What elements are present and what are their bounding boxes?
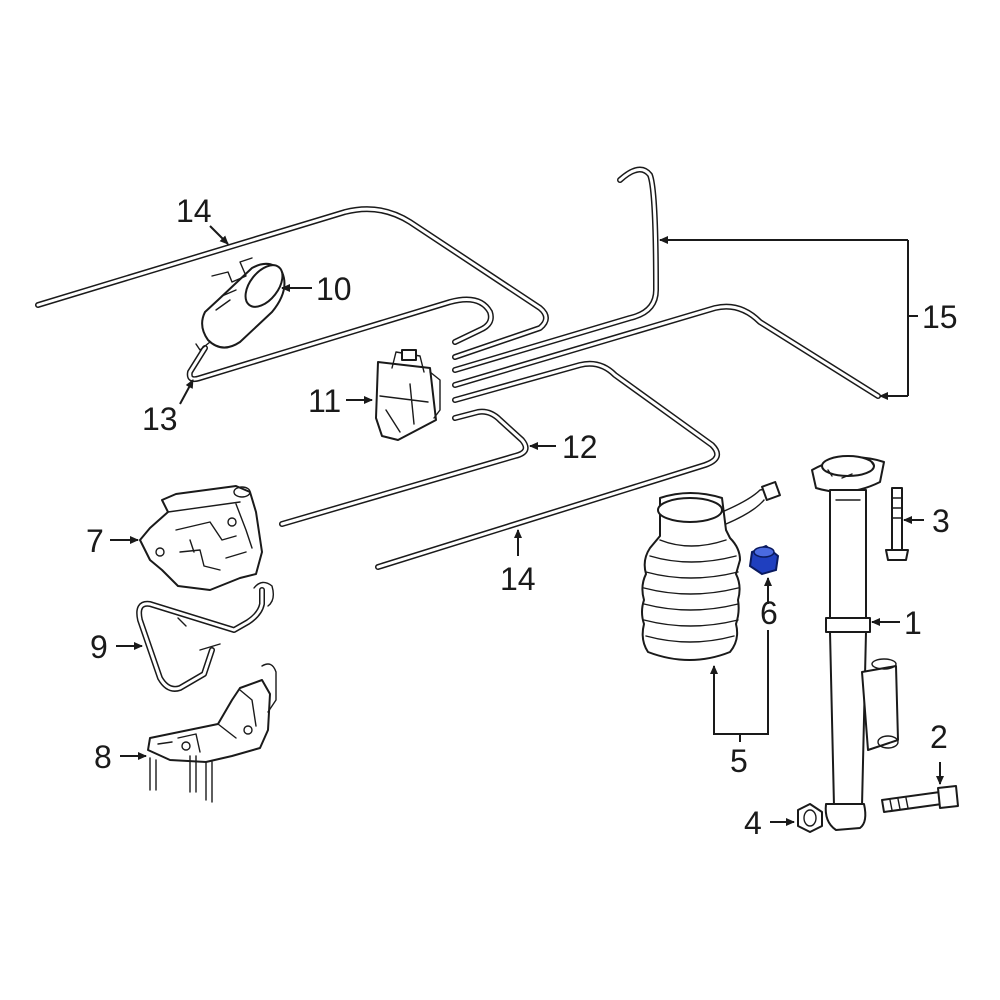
callout-14-upper: 14 xyxy=(176,193,212,229)
callout-3: 3 xyxy=(932,503,950,539)
valve-block-part-11[interactable] xyxy=(375,349,441,441)
callout-6: 6 xyxy=(760,595,778,631)
air-line-13[interactable] xyxy=(186,296,494,383)
callout-2: 2 xyxy=(930,719,948,755)
air-line-14-upper[interactable] xyxy=(35,206,549,360)
air-line-14-lower[interactable] xyxy=(375,360,721,570)
air-line-15-vertical[interactable] xyxy=(452,166,659,373)
air-spring-part-5[interactable] xyxy=(641,481,781,661)
callout-leaders xyxy=(110,225,944,826)
callout-4: 4 xyxy=(744,805,762,841)
callout-labels: 14 10 13 11 12 14 7 9 8 1 3 2 4 6 5 15 xyxy=(86,193,958,841)
bolt-part-2[interactable] xyxy=(881,785,959,813)
callout-10: 10 xyxy=(316,271,352,307)
air-lines xyxy=(35,166,881,570)
callout-13: 13 xyxy=(142,401,178,437)
air-line-12[interactable] xyxy=(279,408,529,527)
callout-9: 9 xyxy=(90,629,108,665)
intake-hose-part-9[interactable] xyxy=(136,581,275,692)
nut-part-6-highlighted[interactable] xyxy=(748,544,780,576)
air-line-15-right[interactable] xyxy=(452,303,881,399)
callout-11: 11 xyxy=(308,383,341,419)
callout-15: 15 xyxy=(922,299,958,335)
pressure-reservoir-part-10[interactable] xyxy=(195,257,290,351)
callout-14-lower: 14 xyxy=(500,561,536,597)
callout-1: 1 xyxy=(904,605,922,641)
mounting-bracket-part-8[interactable] xyxy=(147,663,277,803)
shock-absorber-part-1[interactable] xyxy=(811,455,899,831)
nut-part-4[interactable] xyxy=(797,803,823,833)
callout-5: 5 xyxy=(730,743,748,779)
callout-12: 12 xyxy=(562,429,598,465)
callout-7: 7 xyxy=(86,523,104,559)
bolt-part-3[interactable] xyxy=(885,487,909,561)
compressor-bracket-part-7[interactable] xyxy=(139,485,263,591)
callout-8: 8 xyxy=(94,739,112,775)
